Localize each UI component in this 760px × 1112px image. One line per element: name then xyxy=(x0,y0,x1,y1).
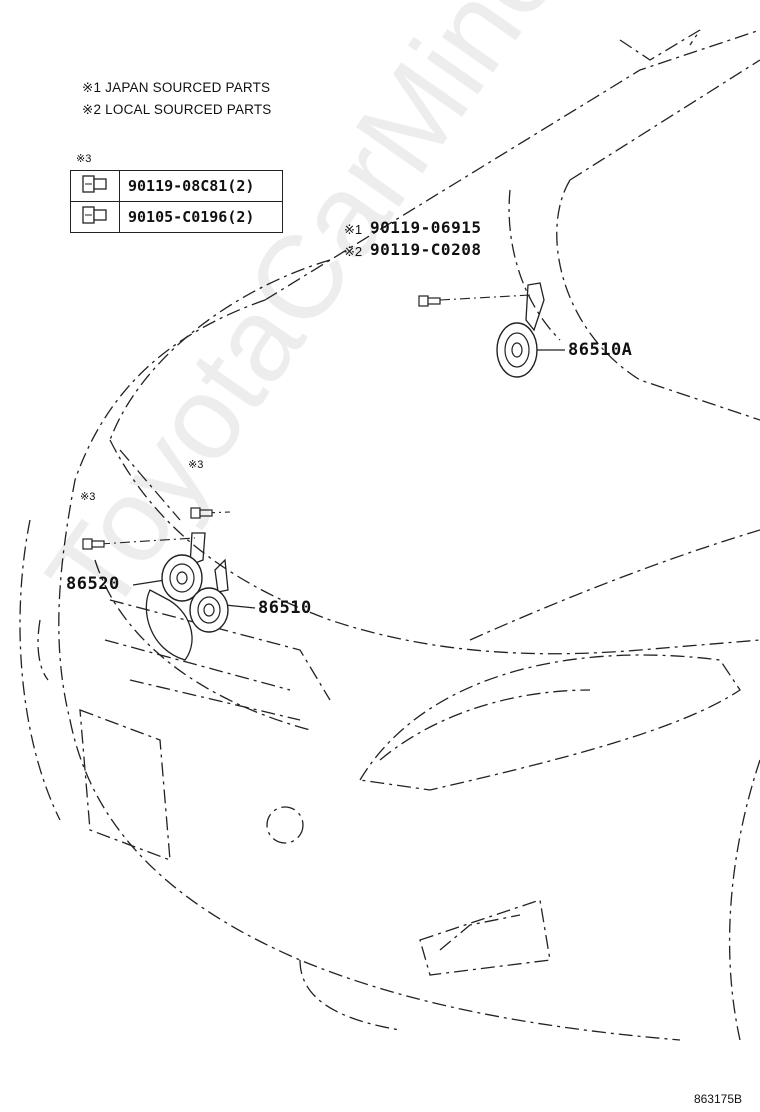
callout-mark-bolt-b: ※3 xyxy=(80,491,96,503)
bolt-table: 90119-08C81(2) 90105-C0196(2) xyxy=(70,170,283,233)
bolt-part-number: 90105-C0196(2) xyxy=(119,201,283,233)
callout-horn-low-1: 86520 xyxy=(66,574,120,594)
callout-bolt-japan: 90119-06915 xyxy=(370,218,482,237)
callout-horn-low-2: 86510 xyxy=(258,598,312,618)
bolt-part-number: 90119-08C81(2) xyxy=(119,170,283,202)
diagram-id: 863175B xyxy=(693,1092,742,1106)
horn-high-icon xyxy=(496,322,538,378)
horn-low-1-icon xyxy=(161,554,203,602)
bolt-table-row: 90119-08C81(2) xyxy=(70,170,283,202)
bolt-icon xyxy=(418,295,441,307)
bolt-icon xyxy=(190,507,213,519)
horn-low-2-icon xyxy=(189,587,229,633)
flange-bolt-icon xyxy=(82,205,107,224)
bolt-table-mark: ※3 xyxy=(76,153,92,165)
note-local-sourced: ※2 LOCAL SOURCED PARTS xyxy=(82,102,272,117)
note-japan-sourced: ※1 JAPAN SOURCED PARTS xyxy=(82,80,271,95)
callout-bolt-local: 90119-C0208 xyxy=(370,240,482,259)
flange-bolt-icon xyxy=(82,174,107,193)
callout-mark-japan: ※1 xyxy=(344,222,363,237)
callout-mark-bolt-a: ※3 xyxy=(188,459,204,471)
bolt-table-row: 90105-C0196(2) xyxy=(70,201,283,233)
callout-horn-high: 86510A xyxy=(568,340,633,360)
bolt-icon xyxy=(82,538,105,550)
callout-mark-local: ※2 xyxy=(344,244,363,259)
